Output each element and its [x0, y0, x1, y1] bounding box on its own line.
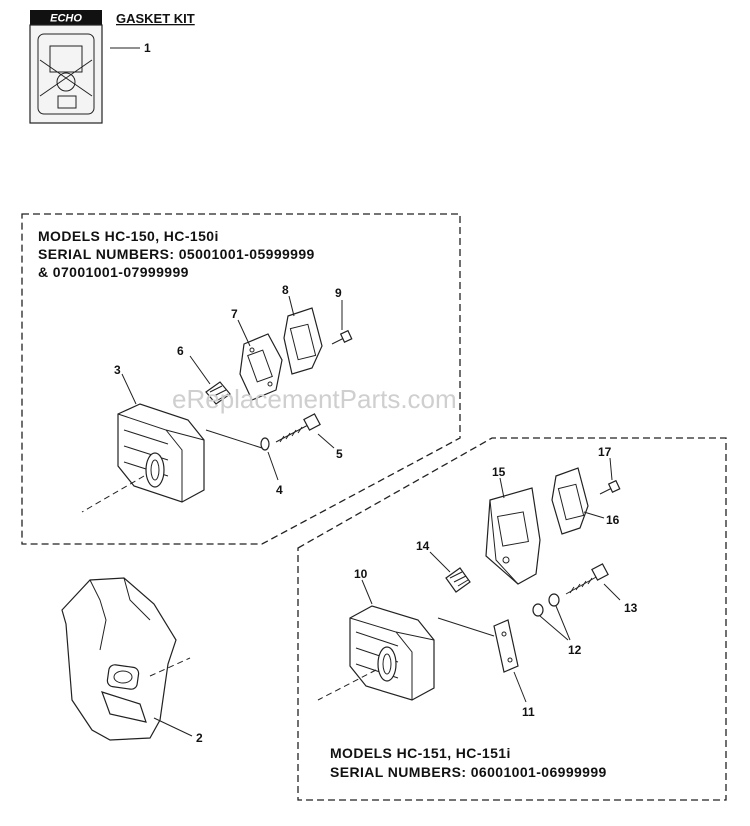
callout-7[interactable]: 7	[231, 307, 238, 321]
washer-12a[interactable]	[532, 603, 544, 617]
screw-17[interactable]	[599, 479, 621, 495]
callout-17[interactable]: 17	[598, 445, 612, 459]
group-b-serials: SERIAL NUMBERS: 06001001-06999999	[330, 764, 607, 780]
bracket-11[interactable]	[493, 619, 519, 673]
gasket-7[interactable]	[239, 333, 283, 401]
callout-3[interactable]: 3	[114, 363, 121, 377]
muffler-10[interactable]	[349, 605, 435, 701]
group-b-models: MODELS HC-151, HC-151i	[330, 745, 511, 761]
callout-12[interactable]: 12	[568, 643, 582, 657]
washer-4[interactable]	[260, 437, 270, 451]
group-a-serials: SERIAL NUMBERS: 05001001-05999999	[38, 246, 315, 262]
callout-2[interactable]: 2	[196, 731, 203, 745]
echo-logo-text: ECHO	[50, 13, 82, 25]
callout-14[interactable]: 14	[416, 539, 430, 553]
group-a-frame	[21, 213, 461, 545]
gasket-16[interactable]	[551, 467, 589, 535]
callout-10[interactable]: 10	[354, 567, 368, 581]
callout-13[interactable]: 13	[624, 601, 638, 615]
group-a-serials-2: & 07001001-07999999	[38, 264, 189, 280]
group-a-models: MODELS HC-150, HC-150i	[38, 228, 219, 244]
callout-8[interactable]: 8	[282, 283, 289, 297]
gasket-kit-outline	[37, 33, 95, 115]
callout-11[interactable]: 11	[522, 705, 535, 719]
bolt-5[interactable]	[275, 413, 321, 443]
cover-15[interactable]	[485, 487, 541, 585]
muffler-3[interactable]	[117, 403, 205, 503]
group-b-frame	[297, 437, 727, 801]
heat-shield-2[interactable]	[61, 577, 177, 741]
screw-9[interactable]	[331, 329, 353, 345]
callout-1[interactable]: 1	[144, 41, 151, 55]
screen-6[interactable]	[205, 381, 231, 405]
gasket-kit-title: GASKET KIT	[116, 11, 195, 26]
callout-16[interactable]: 16	[606, 513, 620, 527]
gasket-kit-box	[29, 24, 103, 124]
callout-9[interactable]: 9	[335, 286, 342, 300]
callout-5[interactable]: 5	[336, 447, 343, 461]
watermark: eReplacementParts.com	[172, 384, 457, 414]
callout-15[interactable]: 15	[492, 465, 506, 479]
bolt-13[interactable]	[565, 563, 609, 595]
gasket-8[interactable]	[283, 307, 323, 375]
gasket-kit-card[interactable]: ECHO	[29, 10, 103, 124]
callout-6[interactable]: 6	[177, 344, 184, 358]
washer-12b[interactable]	[548, 593, 560, 607]
echo-logo	[30, 10, 102, 25]
callout-4[interactable]: 4	[276, 483, 283, 497]
